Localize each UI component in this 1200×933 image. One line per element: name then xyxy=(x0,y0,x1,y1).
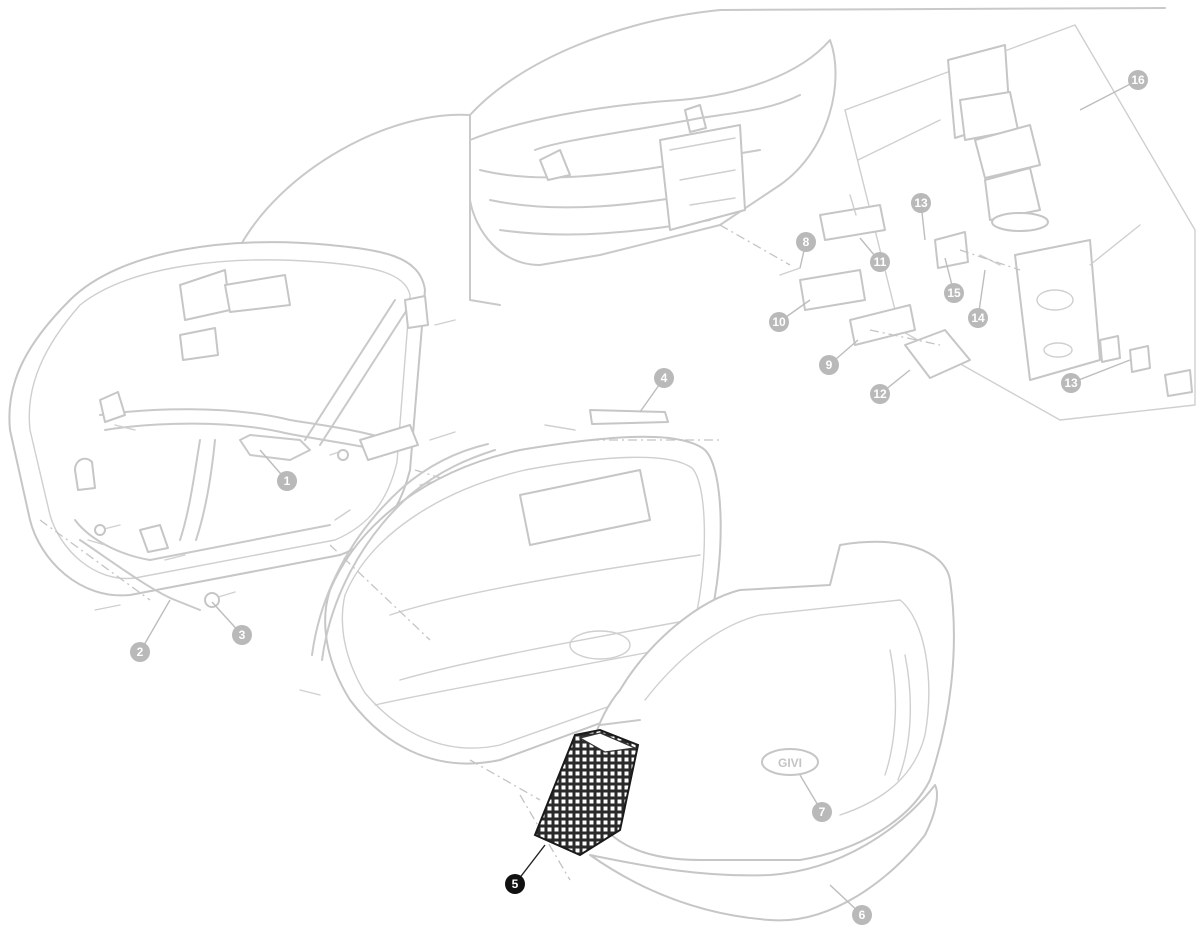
callout-11: 11 xyxy=(859,237,890,272)
callout-leader-line xyxy=(139,599,171,653)
callout-16: 16 xyxy=(1079,70,1148,111)
callout-circle xyxy=(505,874,525,894)
mesh-grille xyxy=(533,728,640,857)
callout-circle xyxy=(796,232,816,252)
latch-hardware xyxy=(719,24,1196,421)
callout-number: 9 xyxy=(826,358,833,372)
callout-number: 3 xyxy=(239,628,246,642)
callout-circle xyxy=(654,368,674,388)
callout-number: 6 xyxy=(859,908,866,922)
callout-circle xyxy=(870,384,890,404)
callout-circle xyxy=(769,312,789,332)
callout-circle xyxy=(944,283,964,303)
callout-6: 6 xyxy=(829,884,872,925)
callout-12: 12 xyxy=(870,369,911,404)
callout-10: 10 xyxy=(769,299,811,332)
callout-3: 3 xyxy=(211,601,252,645)
callout-number: 10 xyxy=(772,315,786,329)
callout-circle xyxy=(277,471,297,491)
callout-circle xyxy=(232,625,252,645)
callout-9: 9 xyxy=(819,339,859,375)
callout-circle xyxy=(911,193,931,213)
outer-lid: GIVI xyxy=(587,541,955,861)
callout-14: 14 xyxy=(968,269,988,328)
callout-circle xyxy=(1061,373,1081,393)
callout-circle xyxy=(968,308,988,328)
callout-leader-line xyxy=(1079,79,1139,111)
callout-number: 8 xyxy=(803,235,810,249)
callout-number: 16 xyxy=(1131,73,1145,87)
callout-number: 2 xyxy=(137,645,144,659)
callout-number: 5 xyxy=(512,877,519,891)
callout-number: 13 xyxy=(1064,376,1078,390)
callout-13: 13 xyxy=(1061,359,1131,393)
callout-number: 13 xyxy=(914,196,928,210)
callout-circle xyxy=(870,252,890,272)
callout-leader-line xyxy=(1070,359,1131,384)
bottom-trim xyxy=(589,784,938,922)
callout-15: 15 xyxy=(944,257,964,303)
callout-number: 11 xyxy=(874,255,887,269)
logo-text: GIVI xyxy=(778,756,802,770)
callout-4: 4 xyxy=(639,368,674,413)
callout-number: 1 xyxy=(284,474,291,488)
callout-number: 12 xyxy=(873,387,887,401)
callout-circle xyxy=(819,355,839,375)
callout-5: 5 xyxy=(505,844,546,894)
callout-circle xyxy=(1128,70,1148,90)
callout-circle xyxy=(130,642,150,662)
callout-7: 7 xyxy=(799,774,832,822)
callout-8: 8 xyxy=(796,232,816,269)
callout-13: 13 xyxy=(911,193,931,241)
callout-circle xyxy=(812,802,832,822)
callout-number: 7 xyxy=(819,805,826,819)
callout-number: 14 xyxy=(971,311,985,325)
left-case-inner xyxy=(8,241,481,611)
callout-1: 1 xyxy=(259,449,297,491)
callout-2: 2 xyxy=(130,599,171,662)
callout-circle xyxy=(852,905,872,925)
middle-case-shell xyxy=(299,409,722,881)
callout-number: 15 xyxy=(947,286,961,300)
callout-number: 4 xyxy=(661,371,668,385)
motorcycle-outline xyxy=(234,7,1166,306)
